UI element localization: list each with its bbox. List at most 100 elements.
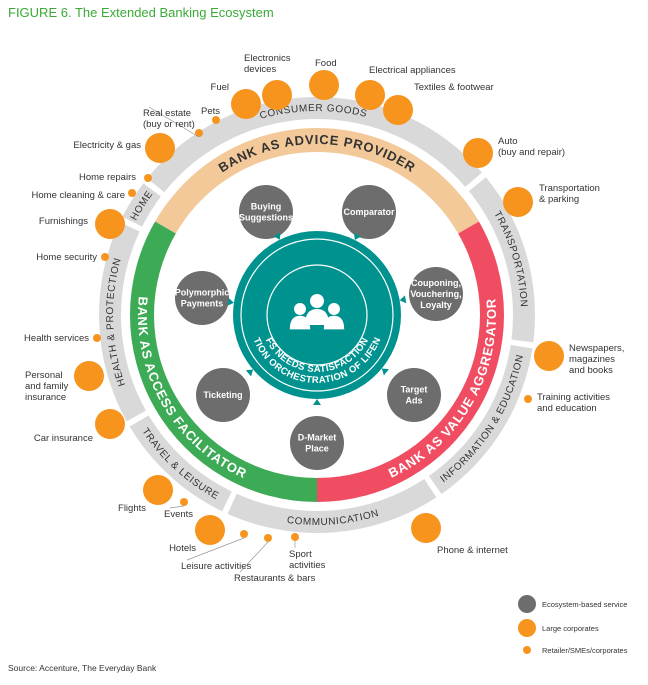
- large-corporate-marker: [95, 409, 125, 439]
- ecosystem-item: Auto(buy and repair): [463, 136, 565, 168]
- ecosystem-label: Textiles & footwear: [414, 82, 494, 93]
- service-node-label: Ads: [405, 396, 422, 406]
- large-corporate-marker: [309, 70, 339, 100]
- ecosystem-item: Leisure activities: [181, 530, 251, 572]
- large-corporate-marker: [231, 89, 261, 119]
- ecosystem-label: Events: [164, 509, 193, 520]
- large-corporate-marker: [411, 513, 441, 543]
- ecosystem-item: Food: [309, 58, 339, 100]
- ecosystem-item: Flights: [118, 475, 173, 514]
- arrow-icon: [227, 297, 234, 306]
- role-band: [155, 128, 479, 234]
- service-node-label: Suggestions: [239, 213, 293, 223]
- large-corporate-marker: [503, 187, 533, 217]
- ecosystem-item: Electrical appliances: [355, 65, 456, 110]
- ecosystem-label: Sport: [289, 549, 312, 560]
- ecosystem-item: Restaurants & bars: [234, 534, 316, 584]
- service-node-label: Place: [305, 444, 329, 454]
- large-corporate-marker: [145, 133, 175, 163]
- retailer-marker: [128, 189, 136, 197]
- arrow-icon: [313, 399, 321, 405]
- legend-small-label: Retailer/SMEs/corporates: [542, 646, 628, 655]
- ecosystem-label: and family: [25, 381, 69, 392]
- retailer-marker: [291, 533, 299, 541]
- ecosystem-label: Newspapers,: [569, 343, 624, 354]
- sector-band: [122, 183, 161, 227]
- sector-band: [227, 479, 437, 533]
- retailer-marker: [101, 253, 109, 261]
- service-node-label: Ticketing: [203, 390, 242, 400]
- service-node-label: Couponing,: [411, 278, 461, 288]
- sector-band: [428, 344, 533, 495]
- ecosystem-label: (buy or rent): [143, 119, 195, 130]
- service-node: Couponing,Vouchering,Loyalty: [409, 267, 463, 321]
- arrow-icon: [353, 232, 362, 241]
- service-node-label: Payments: [181, 299, 224, 309]
- service-node-label: Polymorphic: [175, 288, 230, 298]
- large-corporate-marker: [195, 515, 225, 545]
- large-corporate-marker: [383, 95, 413, 125]
- arrow-icon: [245, 369, 254, 377]
- service-node-disc: [409, 267, 463, 321]
- legend-service-swatch: [518, 595, 536, 613]
- ecosystem-item: Home security: [36, 252, 109, 263]
- ecosystem-label: magazines: [569, 354, 615, 365]
- retailer-marker: [180, 498, 188, 506]
- ecosystem-item: Pets: [201, 106, 220, 124]
- service-node-label: Comparator: [343, 207, 395, 217]
- ecosystem-label: Restaurants & bars: [234, 573, 316, 584]
- service-node-label: D-Market: [298, 433, 337, 443]
- ecosystem-item: Home repairs: [79, 172, 152, 183]
- ecosystem-item: Transportation& parking: [503, 183, 600, 217]
- figure-title: FIGURE 6. The Extended Banking Ecosystem: [8, 5, 274, 20]
- legend-small-swatch: [523, 646, 531, 654]
- large-corporate-marker: [463, 138, 493, 168]
- sector-band: [129, 415, 232, 512]
- ecosystem-label: Home repairs: [79, 172, 136, 183]
- ecosystem-label: Training activities: [537, 392, 610, 403]
- ecosystem-item: Phone & internet: [411, 513, 508, 556]
- service-node-label: Buying: [251, 202, 282, 212]
- ecosystem-label: (buy and repair): [498, 147, 565, 158]
- service-node: Comparator: [342, 185, 396, 239]
- arrow-icon: [381, 368, 389, 376]
- retailer-marker: [93, 334, 101, 342]
- ecosystem-label: Real estate: [143, 108, 191, 119]
- ecosystem-label: Transportation: [539, 183, 600, 194]
- ecosystem-label: activities: [289, 560, 326, 571]
- center-outer-ring: [240, 238, 394, 392]
- retailer-marker: [240, 530, 248, 538]
- service-node-disc: [239, 185, 293, 239]
- leader-line: [186, 537, 245, 561]
- ecosystem-item: Home cleaning & care: [32, 189, 136, 201]
- legend-large-swatch: [518, 619, 536, 637]
- ecosystem-item: Health services: [24, 333, 101, 344]
- service-node-label: Loyalty: [420, 300, 452, 310]
- people-icon: [289, 294, 345, 330]
- legend: Ecosystem-based service Large corporates…: [518, 595, 628, 655]
- ecosystem-label: Flights: [118, 503, 146, 514]
- ecosystem-label: Personal: [25, 370, 63, 381]
- service-node-disc: [387, 368, 441, 422]
- role-band: [317, 221, 504, 502]
- ecosystem-item: Car insurance: [34, 409, 125, 444]
- retailer-marker: [264, 534, 272, 542]
- arrow-icon: [399, 295, 407, 304]
- ecosystem-label: insurance: [25, 392, 66, 403]
- leader-line: [148, 106, 200, 138]
- role-band: [129, 221, 317, 503]
- sector-band: [468, 177, 535, 343]
- ecosystem-item: Furnishings: [39, 209, 125, 239]
- retailer-marker: [524, 395, 532, 403]
- ecosystem-item: Electricity & gas: [73, 133, 175, 163]
- ecosystem-label: Furnishings: [39, 216, 88, 227]
